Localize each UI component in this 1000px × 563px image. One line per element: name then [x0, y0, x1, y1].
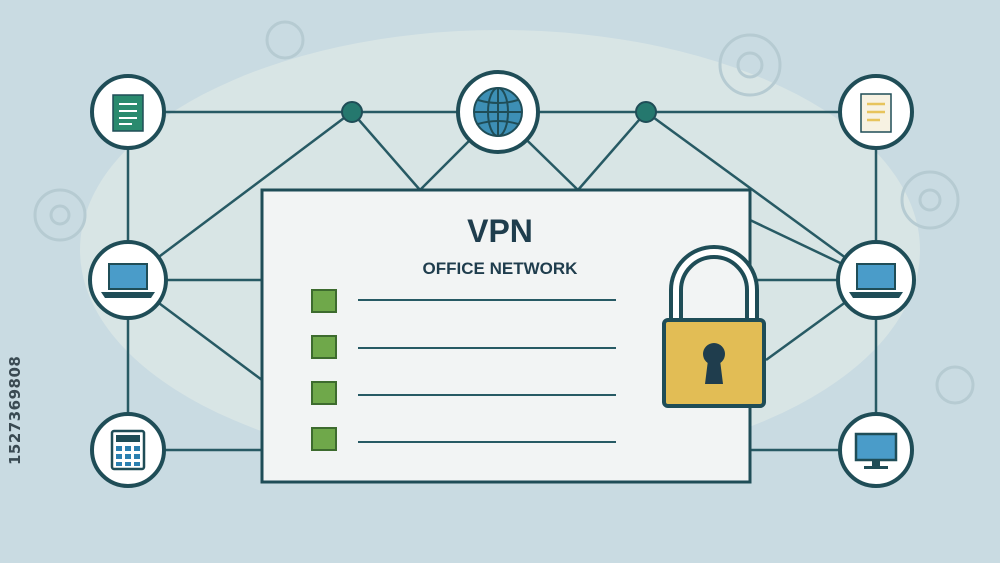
monitor-node — [838, 412, 914, 488]
globe-icon — [473, 87, 523, 137]
laptop-icon — [849, 263, 903, 298]
checkbox — [311, 427, 337, 451]
stock-image-id: 1527369808 — [6, 355, 24, 465]
laptop-icon — [101, 263, 155, 298]
laptop-left-node — [88, 240, 168, 320]
document-yellow-node — [838, 74, 914, 150]
padlock-icon — [662, 245, 766, 408]
checklist — [311, 289, 616, 451]
calculator-node — [90, 412, 166, 488]
panel-subtitle: OFFICE NETWORK — [423, 259, 579, 278]
document-icon — [860, 93, 892, 133]
globe-node — [456, 70, 540, 154]
gear-icon — [33, 20, 975, 405]
document-green-node — [90, 74, 166, 150]
junction-dot — [341, 101, 363, 123]
checkbox — [311, 289, 337, 313]
panel-title: VPN — [467, 213, 533, 249]
document-icon — [112, 94, 144, 132]
checkbox — [311, 335, 337, 359]
laptop-right-node — [836, 240, 916, 320]
checkbox — [311, 381, 337, 405]
calculator-icon — [110, 429, 146, 471]
junction-dot — [635, 101, 657, 123]
monitor-icon — [854, 432, 898, 469]
